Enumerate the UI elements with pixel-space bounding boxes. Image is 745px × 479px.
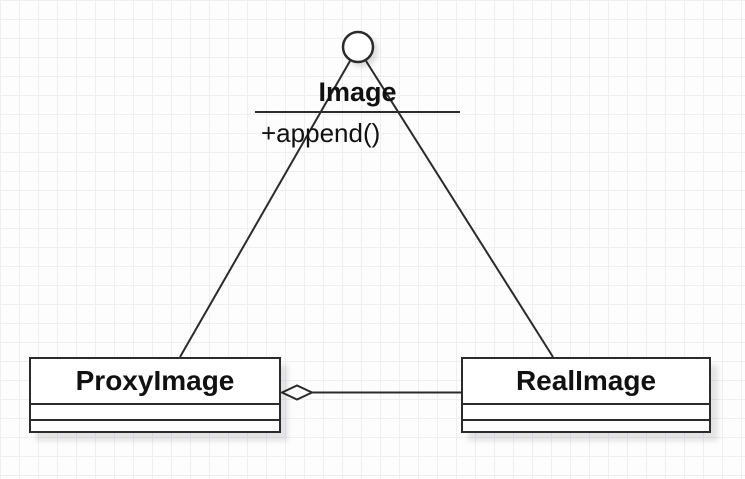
- class-title-proxyimage: ProxyImage: [75, 365, 235, 396]
- class-box-proxyimage: ProxyImage: [29, 357, 281, 433]
- proxyimage-attributes-compartment: [31, 403, 279, 419]
- realization-line-realimage: [365, 60, 554, 358]
- realimage-methods-compartment: [463, 419, 709, 431]
- realimage-attributes-compartment: [463, 403, 709, 419]
- interface-name: Image: [318, 77, 397, 107]
- proxyimage-methods-compartment: [31, 419, 279, 431]
- class-title-realimage: RealImage: [515, 365, 657, 396]
- interface-lollipop-circle-icon: [341, 30, 375, 64]
- aggregation-diamond-icon: [279, 384, 315, 401]
- interface-name-separator: [255, 111, 460, 113]
- class-box-realimage: RealImage: [461, 357, 711, 433]
- realization-line-proxyimage: [179, 60, 351, 358]
- interface-method-append: +append(): [261, 118, 381, 148]
